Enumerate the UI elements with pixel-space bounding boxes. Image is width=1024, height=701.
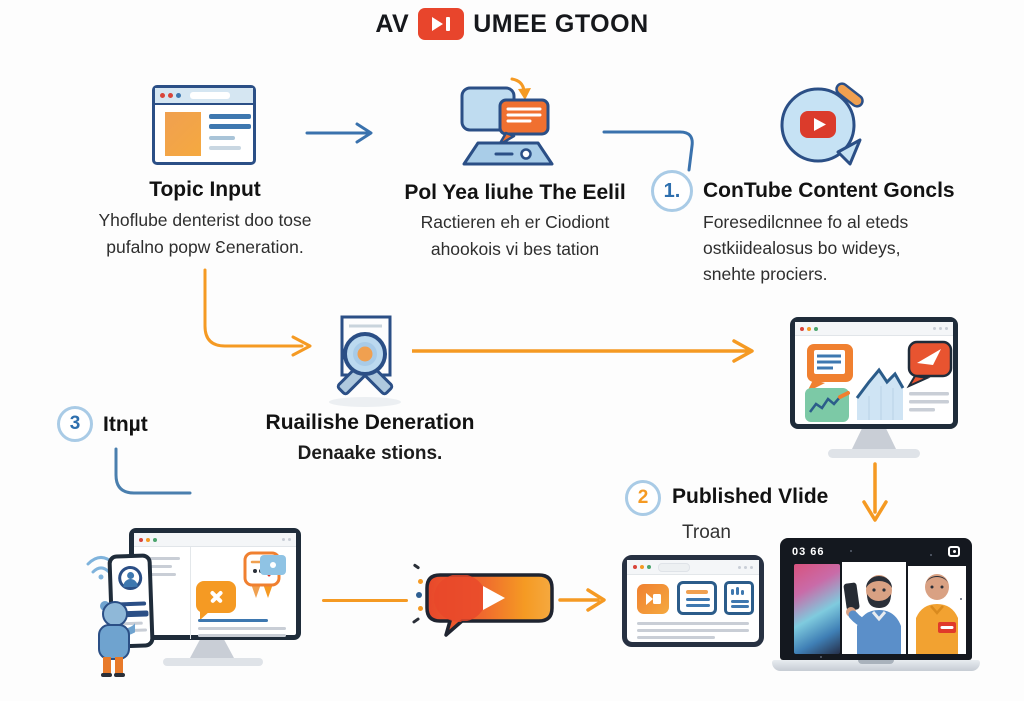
topic-input-heading: Topic Input [149,178,261,201]
video-tile-icon [637,584,669,614]
tablet-browser-icon [622,555,764,647]
accent-dash [411,616,421,625]
accent-dot [418,579,423,584]
stats-card [724,581,754,615]
bearded-man-icon [843,575,901,654]
arrow-down-orange [862,462,888,522]
play-badge-icon [418,8,465,40]
arrow-right-orange-long [412,339,754,363]
published-sub: Troan [682,522,731,543]
browser-titlebar [795,322,953,336]
title-prefix: AV [375,9,410,38]
content-goals-sub: Foresedilcnnee fo al eteds ostkiidealosu… [703,212,909,284]
orange-shirt-man-icon [916,574,958,654]
accent-dot [416,592,422,598]
video-screen: 03 66 [780,538,972,660]
connector-blue-curve [602,130,694,172]
laptop-video-icon: 03 66 [772,530,980,676]
content-goals-heading: ConTube Content Goncls [703,179,955,202]
script-step-sub: Ractieren eh er Ciodiont ahookois vi bes… [420,212,610,259]
laptop-notch [858,660,894,664]
guest-panel [908,566,966,654]
presenter-panel [842,562,906,654]
play-speech-bubble-icon [425,573,554,637]
monitor-stand [852,429,896,449]
arrow-right-orange [558,588,606,612]
script-step-heading: Pol Yea liuhe The Eelil [404,181,626,204]
computer-chat-icon [460,77,554,166]
accent-dot [418,606,423,611]
avatar [117,565,143,591]
input-label: Itnµt [103,413,148,436]
connector-blue-elbow [114,447,192,495]
accent-dash [412,563,421,570]
browser-window-icon [152,85,256,165]
step-badge-1: 1. [651,170,693,212]
title-suffix: UMEE GTOON [473,9,649,38]
watermark-icon [948,546,960,557]
topic-input-sub: Yhoflube denterist doo tose pufalno popw… [98,210,312,257]
gradient-art-panel [794,564,840,654]
thumbnail-block [165,112,201,156]
generation-heading: Ruailishe Deneration [265,411,475,434]
monitor-base [828,449,920,458]
step-badge-2: 2 [625,480,661,516]
line-orange [322,599,408,602]
generation-sub: Denaake stions. [297,443,443,464]
page-title: AV UMEE GTOON [0,8,1024,40]
analytics-charts [805,340,953,422]
step-badge-3: 3 [57,406,93,442]
error-x-bubble-icon [196,581,236,613]
video-timestamp: 03 66 [792,546,825,558]
connector-orange-elbow [203,268,312,357]
thumbnail-blue-icon [260,555,286,575]
laptop-base [772,660,980,671]
browser-titlebar [155,88,253,105]
user-monitor-icon [85,526,330,686]
person-icon [98,601,135,677]
youtube-pencil-icon [780,82,864,166]
upload-monitor [129,528,301,640]
published-heading: Published Vlide [672,485,829,508]
document-magnifier-icon [329,315,401,407]
arrow-right-blue-icon [305,122,373,144]
content-card [677,581,717,615]
monitor-analytics-icon [790,317,958,429]
